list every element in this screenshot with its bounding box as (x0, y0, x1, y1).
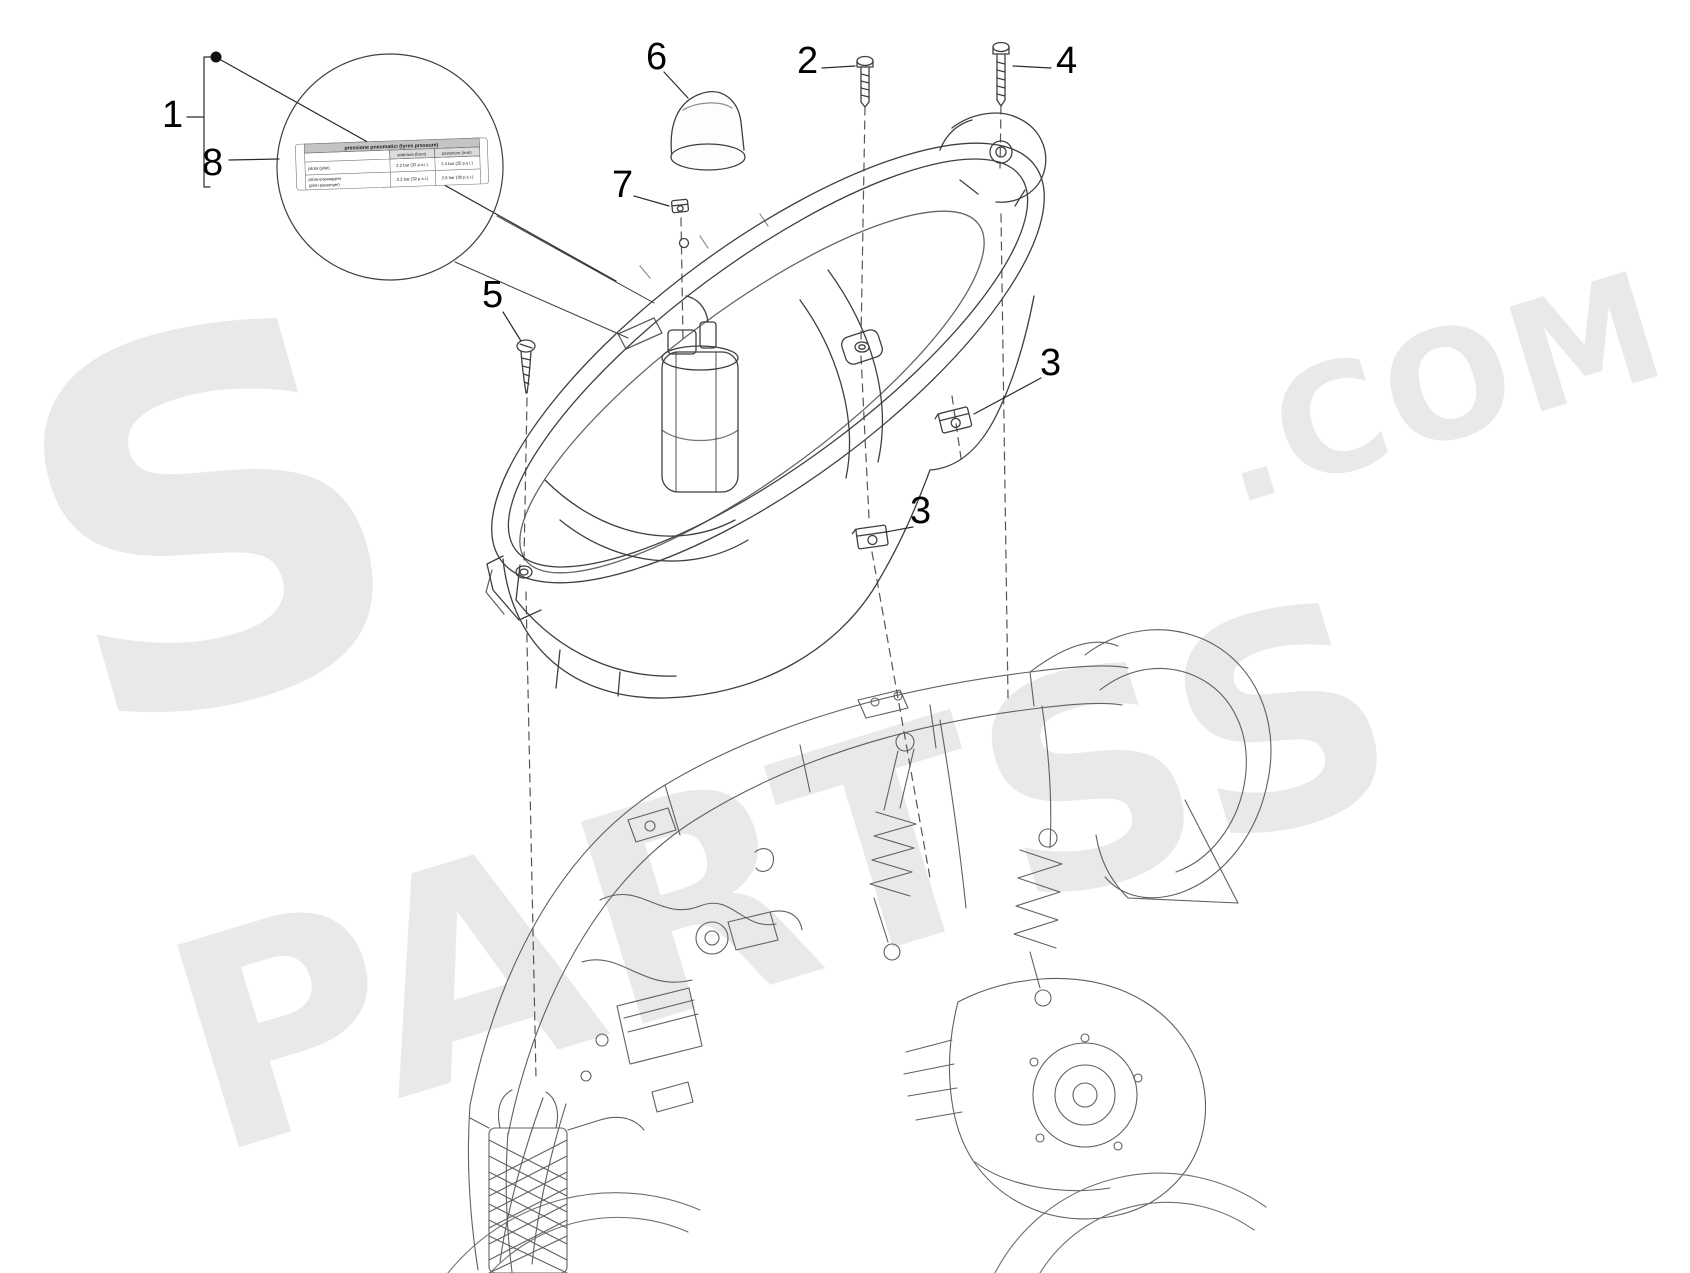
clip-7 (670, 198, 690, 214)
callout-8: 8 (202, 142, 224, 184)
callout-7: 7 (612, 164, 634, 206)
callout-1: 1 (162, 94, 184, 136)
watermark-com-text: .COM (1195, 239, 1686, 540)
wheel-arcs (447, 1172, 1267, 1273)
helmet-box (485, 112, 1047, 699)
screw-4 (992, 41, 1010, 107)
screw-2 (856, 55, 874, 108)
callout-3-right: 3 (1040, 342, 1062, 384)
callout-6: 6 (646, 36, 668, 78)
pressure-label-col-front: anteriore (front) (397, 151, 427, 157)
detail-circle: pressione pneumatici (tyres pressure) an… (276, 53, 655, 339)
callout-3-middle: 3 (910, 490, 932, 532)
watermark-s-text: S (0, 195, 465, 854)
callout-4: 4 (1056, 40, 1078, 82)
rubber-cap-6 (670, 91, 746, 171)
sticker-on-box (617, 317, 663, 350)
pressure-label-row2-label-1: pilota+passeggero (308, 176, 342, 182)
pressure-label-col-rear: posteriore (rear) (442, 150, 473, 156)
pressure-label-title: pressione pneumatici (tyres pressure) (344, 142, 438, 151)
pressure-label-row1-rear: 2.4 bar (35 p.s.i.) (441, 160, 473, 166)
radiator (488, 1089, 568, 1273)
screw-5 (516, 339, 536, 394)
clip-3-middle (851, 524, 889, 550)
engine (903, 977, 1207, 1220)
pressure-label-row1-front: 2.2 bar (32 p.s.i.) (396, 162, 428, 168)
misc-components (469, 689, 1052, 1131)
assembly-centerlines (523, 105, 1009, 1079)
pressure-label-row2-label-2: (pilot+passenger) (309, 182, 341, 188)
clip-3-right (934, 406, 973, 434)
item-1-dot (210, 51, 222, 63)
scooter-chassis (447, 629, 1272, 1273)
pressure-label-row2-front: 2.2 bar (32 p.s.i.) (397, 176, 429, 182)
callout-2: 2 (797, 40, 819, 82)
pressure-label-row1-label: pilota (pilot) (308, 165, 330, 171)
shock-absorber-front (869, 732, 917, 961)
pressure-label-row2-rear: 2.6 bar (38 p.s.i.) (442, 174, 474, 180)
rear-fender (1084, 629, 1272, 904)
fuel-pump (661, 295, 739, 493)
pressure-label: pressione pneumatici (tyres pressure) an… (295, 137, 489, 191)
callout-5: 5 (482, 274, 504, 316)
shock-absorber-rear (1013, 828, 1063, 1007)
